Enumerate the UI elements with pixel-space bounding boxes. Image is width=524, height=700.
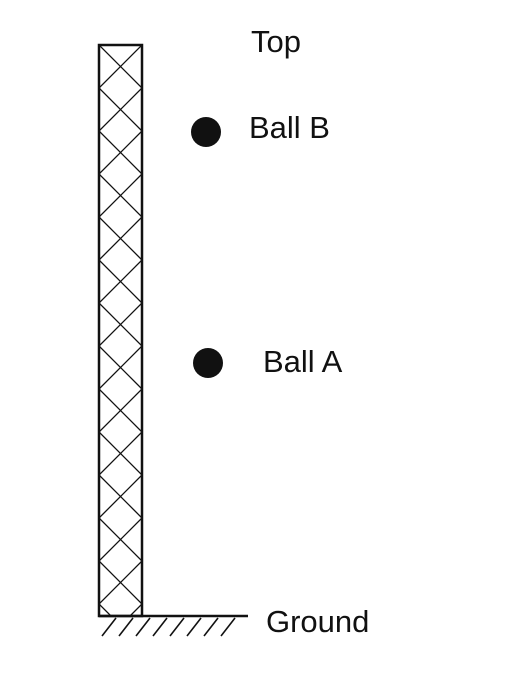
ground-hatch-line [152, 617, 168, 637]
lattice-strut [99, 388, 142, 433]
top-label: Top [251, 24, 301, 59]
lattice-strut [99, 302, 142, 347]
lattice-strut [99, 431, 142, 476]
lattice-strut [129, 603, 142, 616]
lattice-strut [99, 560, 142, 605]
lattice-strut [141, 45, 142, 46]
ball-a-label: Ball A [263, 344, 343, 379]
ground-hatch-line [203, 617, 219, 637]
ball-b-label: Ball B [249, 110, 330, 145]
lattice-strut [99, 647, 142, 690]
lattice-strut [99, 87, 142, 132]
lattice-strut [99, 345, 142, 390]
tower-outline [97, 43, 144, 618]
lattice-strut [99, 517, 142, 562]
ground-hatch-line [135, 617, 151, 637]
lattice-strut [99, 259, 142, 304]
lattice-strut [99, 130, 142, 175]
ball-b [191, 117, 221, 147]
lattice-strut [99, 474, 142, 519]
ground-label: Ground [266, 604, 370, 639]
lattice-strut [99, 45, 142, 89]
lattice-strut [99, 173, 142, 218]
ground-hatch [101, 617, 236, 637]
lattice-strut [99, 647, 142, 690]
lattice-strut [99, 45, 100, 46]
ground-hatch-line [101, 617, 117, 637]
ground-hatch-line [186, 617, 202, 637]
ground-hatch-line [169, 617, 185, 637]
ground-hatch-line [220, 617, 236, 637]
ball-a [193, 348, 223, 378]
lattice-strut [99, 603, 112, 616]
tower-lattice [99, 45, 142, 690]
lattice-strut [99, 216, 142, 261]
ground-hatch-line [118, 617, 134, 637]
